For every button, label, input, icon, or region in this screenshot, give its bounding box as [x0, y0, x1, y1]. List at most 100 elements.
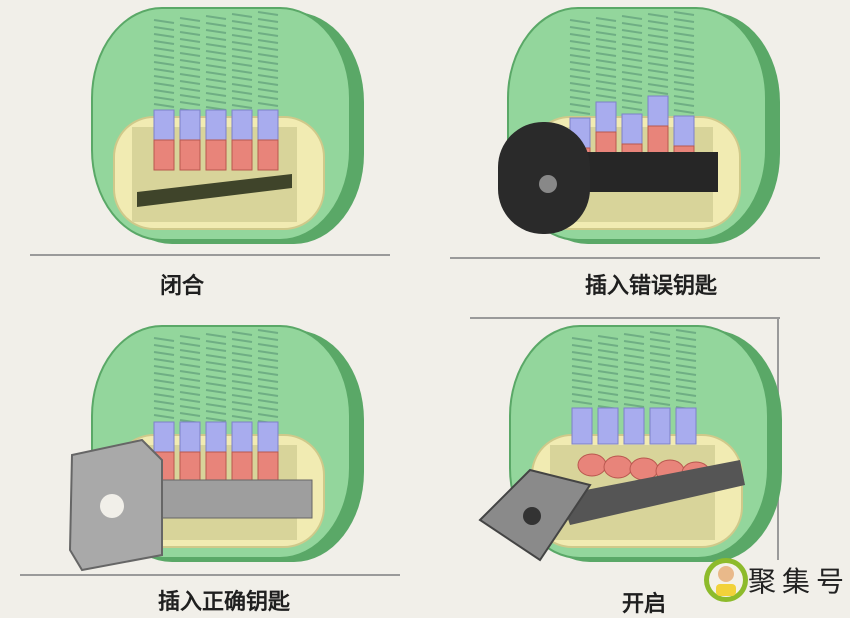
spring-coil — [257, 392, 279, 397]
spring-coil — [623, 368, 645, 373]
spring-coil — [205, 340, 227, 345]
spring — [623, 333, 645, 408]
spring — [649, 331, 671, 406]
spring — [257, 11, 279, 107]
spring-coil — [179, 59, 201, 64]
spring-coil — [153, 68, 175, 73]
key-pin — [257, 139, 279, 171]
spring-coil — [597, 342, 619, 347]
spring-coil — [257, 60, 279, 65]
spring-coil — [153, 75, 175, 80]
spring-coil — [649, 352, 671, 357]
spring-coil — [231, 387, 253, 392]
spring-coil — [231, 380, 253, 385]
spring-coil — [231, 76, 253, 81]
spring-coil — [597, 349, 619, 354]
spring-coil — [675, 336, 697, 341]
driver-pin — [153, 109, 175, 141]
driver-pin — [595, 101, 617, 133]
spring-coil — [179, 66, 201, 71]
driver-pin — [257, 109, 279, 141]
spring-coil — [231, 90, 253, 95]
spring-coil — [179, 349, 201, 354]
key-pin — [231, 139, 253, 171]
spring-coil — [257, 364, 279, 369]
spring-coil — [621, 29, 643, 34]
spring-coil — [231, 48, 253, 53]
key-pin — [629, 457, 659, 481]
spring-coil — [179, 38, 201, 43]
spring-coil — [231, 408, 253, 413]
spring-coil — [179, 391, 201, 396]
spring-coil — [647, 90, 669, 95]
spring-coil — [205, 50, 227, 55]
spring-coil — [205, 382, 227, 387]
spring-coil — [649, 366, 671, 371]
spring-coil — [257, 74, 279, 79]
key-blade — [568, 152, 718, 192]
lock-panel-correct-key — [68, 325, 364, 572]
spring-coil — [179, 335, 201, 340]
spring-coil — [647, 83, 669, 88]
spring — [179, 17, 201, 113]
spring-coil — [649, 394, 671, 399]
spring-coil — [179, 73, 201, 78]
driver-pin — [647, 95, 669, 127]
spring-coil — [153, 47, 175, 52]
spring-coil — [623, 382, 645, 387]
spring-coil — [623, 403, 645, 408]
spring-coil — [675, 364, 697, 369]
spring-coil — [647, 48, 669, 53]
spring-coil — [597, 370, 619, 375]
keyway — [137, 174, 292, 207]
spring-coil — [571, 372, 593, 377]
spring-coil — [153, 393, 175, 398]
spring-coil — [647, 41, 669, 46]
spring — [569, 19, 591, 115]
spring-coil — [621, 92, 643, 97]
spring-coil — [257, 46, 279, 51]
spring — [571, 337, 593, 405]
spring-coil — [179, 412, 201, 417]
spring-coil — [179, 377, 201, 382]
avatar-face — [718, 566, 734, 582]
driver-pin — [205, 421, 227, 453]
spring-coil — [571, 344, 593, 349]
spring-coil — [179, 80, 201, 85]
spring-coil — [179, 363, 201, 368]
spring-coil — [571, 351, 593, 356]
spring-coil — [179, 384, 201, 389]
spring-coil — [153, 26, 175, 31]
spring-coil — [205, 78, 227, 83]
spring-coil — [621, 36, 643, 41]
spring-coil — [569, 68, 591, 73]
spring-coil — [153, 351, 175, 356]
spring-coil — [231, 97, 253, 102]
spring-coil — [257, 413, 279, 418]
spring-coil — [595, 31, 617, 36]
spring-coil — [205, 85, 227, 90]
lock-panel-closed — [91, 7, 364, 244]
spring-coil — [179, 17, 201, 22]
spring-coil — [647, 34, 669, 39]
spring-coil — [595, 24, 617, 29]
spring-coil — [595, 59, 617, 64]
spring-coil — [595, 87, 617, 92]
driver-pin — [675, 407, 697, 445]
key-pin — [205, 139, 227, 171]
spring-coil — [257, 88, 279, 93]
spring-coil — [257, 385, 279, 390]
driver-pin — [231, 421, 253, 453]
spring-coil — [649, 345, 671, 350]
spring-coil — [179, 52, 201, 57]
spring-coil — [673, 46, 695, 51]
spring-coil — [569, 61, 591, 66]
key-pin — [603, 455, 633, 479]
spring-coil — [595, 17, 617, 22]
spring-coil — [205, 71, 227, 76]
label-open: 开启 — [622, 592, 667, 617]
spring-coil — [179, 94, 201, 99]
spring-coil — [569, 82, 591, 87]
driver-pin — [649, 407, 671, 445]
